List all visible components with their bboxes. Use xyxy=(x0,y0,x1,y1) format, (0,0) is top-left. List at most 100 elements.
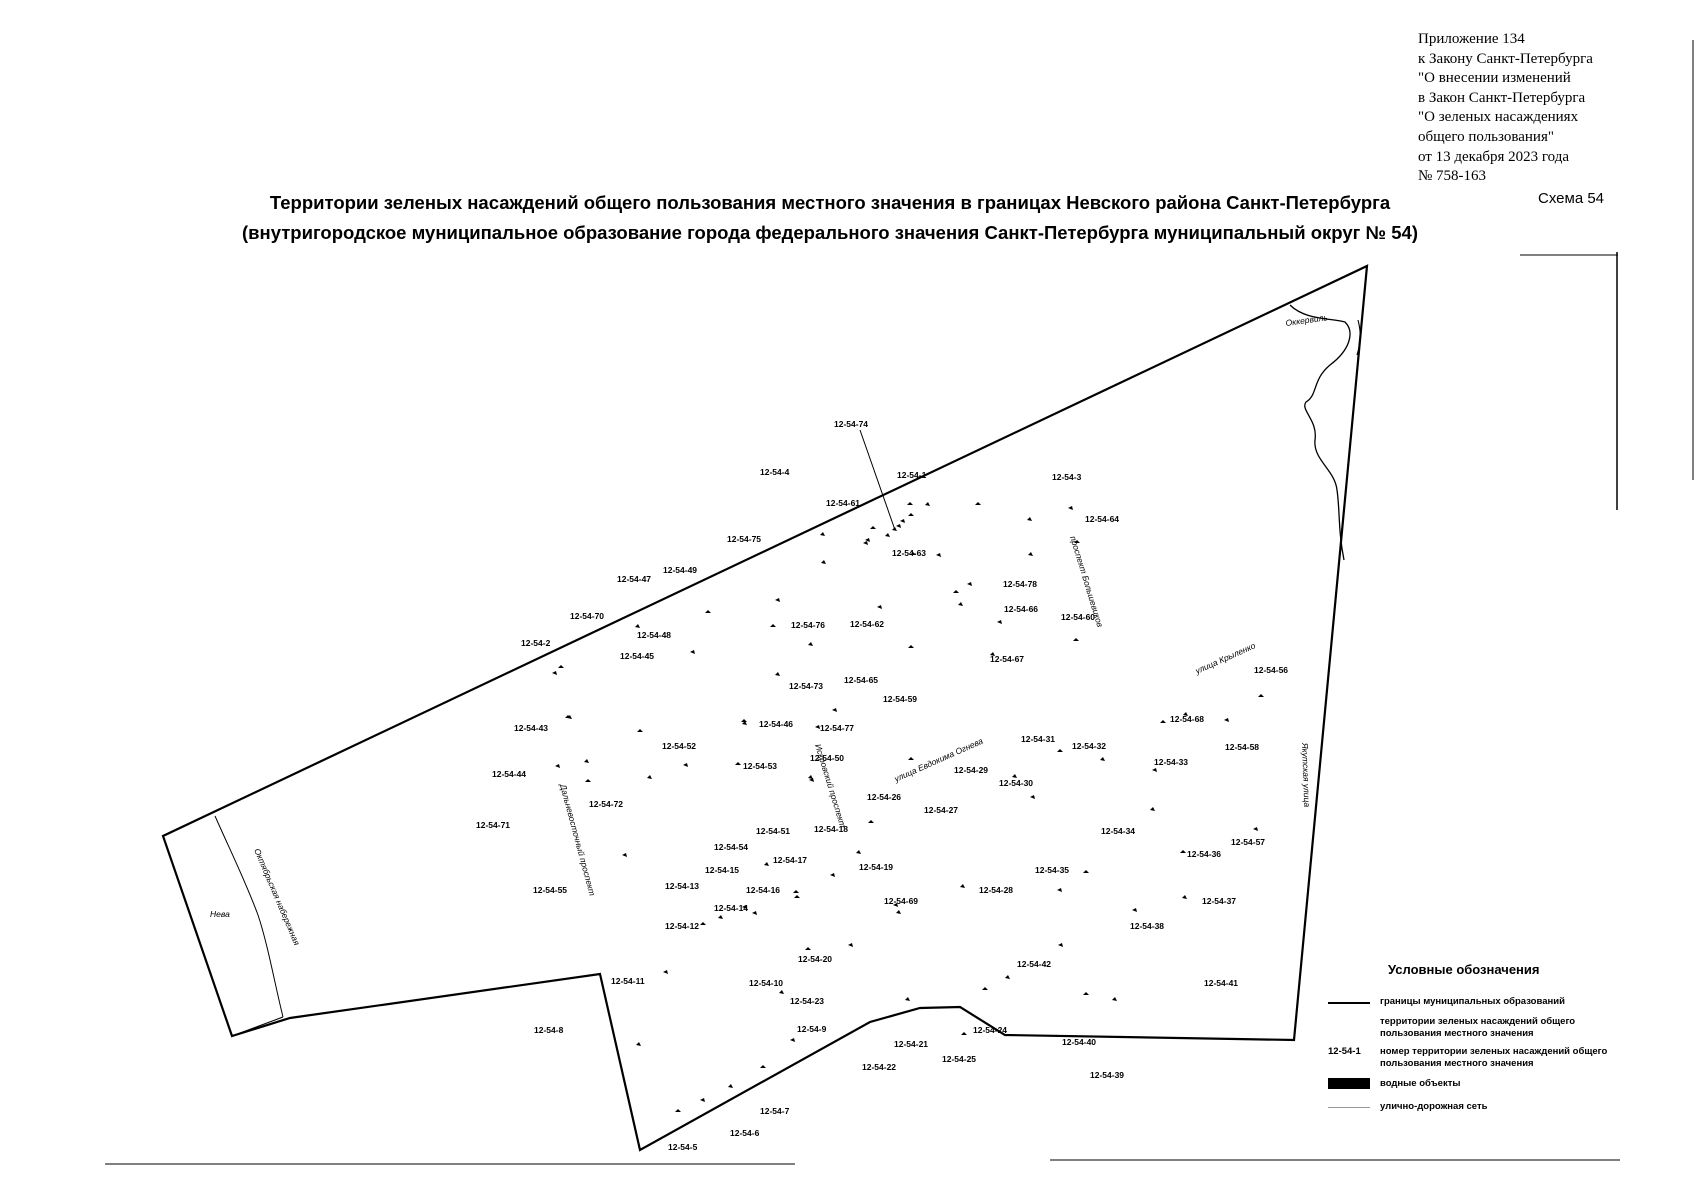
territory-mark xyxy=(820,532,825,536)
territory-label: 12-54-70 xyxy=(570,611,604,621)
territory-mark xyxy=(893,903,898,907)
territory-mark xyxy=(742,721,747,725)
territory-mark xyxy=(555,764,560,768)
territory-mark xyxy=(910,552,916,555)
territory-mark xyxy=(635,624,640,628)
territory-mark xyxy=(1083,870,1089,873)
territory-label: 12-54-22 xyxy=(862,1062,896,1072)
legend-street-symbol xyxy=(1328,1107,1370,1108)
street-line xyxy=(859,429,896,531)
territory-mark xyxy=(961,1032,967,1035)
territory-mark xyxy=(770,624,776,627)
territory-mark xyxy=(805,947,811,950)
territory-label: 12-54-58 xyxy=(1225,742,1259,752)
street-label-okkervil: Оккервиль xyxy=(1285,312,1329,328)
legend-item-label: водные объекты xyxy=(1380,1078,1461,1089)
appendix-note-line: от 13 декабря 2023 года xyxy=(1418,148,1570,165)
map-subtitle: (внутригородское муниципальное образован… xyxy=(242,222,1418,243)
territory-label: 12-54-18 xyxy=(814,824,848,834)
territory-label: 12-54-31 xyxy=(1021,734,1055,744)
territory-label: 12-54-41 xyxy=(1204,978,1238,988)
territory-label: 12-54-59 xyxy=(883,694,917,704)
territory-label: 12-54-78 xyxy=(1003,579,1037,589)
territory-mark xyxy=(1152,768,1157,772)
territory-mark xyxy=(821,560,826,564)
territory-label: 12-54-62 xyxy=(850,619,884,629)
territory-label: 12-54-68 xyxy=(1170,714,1204,724)
street-label-yakutskaya: Якутская улица xyxy=(1300,742,1312,808)
territory-label: 12-54-63 xyxy=(892,548,926,558)
legend-boundary-symbol xyxy=(1328,1002,1370,1004)
territory-mark xyxy=(892,527,897,531)
territory-label: 12-54-17 xyxy=(773,855,807,865)
territory-mark xyxy=(1258,694,1264,697)
territory-mark xyxy=(865,538,870,542)
territory-label: 12-54-26 xyxy=(867,792,901,802)
territory-mark xyxy=(990,652,995,656)
territory-mark xyxy=(675,1109,681,1112)
territory-label: 12-54-38 xyxy=(1130,921,1164,931)
territory-mark xyxy=(585,779,591,782)
territory-mark xyxy=(558,665,564,668)
territory-label: 12-54-7 xyxy=(760,1106,790,1116)
territory-mark xyxy=(683,763,688,767)
territory-mark xyxy=(1083,992,1089,995)
territory-mark xyxy=(752,911,757,915)
territory-label: 12-54-39 xyxy=(1090,1070,1124,1080)
territory-label: 12-54-32 xyxy=(1072,741,1106,751)
territory-label: 12-54-8 xyxy=(534,1025,564,1035)
territory-mark xyxy=(856,850,861,854)
page-frame-lines xyxy=(105,40,1694,1165)
territory-mark xyxy=(637,729,643,732)
territory-mark xyxy=(808,775,813,779)
map-title: Территории зеленых насаждений общего пол… xyxy=(269,192,1391,213)
territory-label: 12-54-46 xyxy=(759,719,793,729)
territory-label: 12-54-4 xyxy=(760,467,790,477)
territory-label: 12-54-1 xyxy=(897,470,927,480)
territory-label: 12-54-66 xyxy=(1004,604,1038,614)
territory-mark xyxy=(1068,506,1073,510)
street-label-oktyabrskaya: Октябрьская набережная xyxy=(252,847,302,947)
appendix-note-line: № 758-163 xyxy=(1418,168,1487,185)
territory-mark xyxy=(1012,774,1017,778)
territory-label: 12-54-45 xyxy=(620,651,654,661)
appendix-note-line: к Закону Санкт-Петербурга xyxy=(1418,50,1593,67)
legend-item-label: улично-дорожная сеть xyxy=(1380,1101,1488,1112)
territory-mark xyxy=(975,502,981,505)
territory-mark xyxy=(808,642,813,646)
territory-mark xyxy=(870,526,876,529)
territory-label: 12-54-30 xyxy=(999,778,1033,788)
territory-label: 12-54-67 xyxy=(990,654,1024,664)
territory-mark xyxy=(1100,757,1105,761)
territory-label: 12-54-37 xyxy=(1202,896,1236,906)
territory-label: 12-54-52 xyxy=(662,741,696,751)
territory-mark xyxy=(809,778,814,782)
territory-label: 12-54-65 xyxy=(844,675,878,685)
territory-mark xyxy=(793,890,799,893)
territory-label: 12-54-27 xyxy=(924,805,958,815)
territory-mark xyxy=(1030,795,1035,799)
territory-mark xyxy=(997,620,1002,624)
territory-label: 12-54-44 xyxy=(492,769,526,779)
territory-label: 12-54-53 xyxy=(743,761,777,771)
territory-mark xyxy=(1132,908,1137,912)
territory-mark xyxy=(815,725,820,729)
territory-label: 12-54-6 xyxy=(730,1128,760,1138)
territory-label: 12-54-20 xyxy=(798,954,832,964)
territory-mark xyxy=(764,862,769,866)
territory-mark xyxy=(700,1098,705,1102)
territory-label: 12-54-69 xyxy=(884,896,918,906)
territory-mark xyxy=(636,1042,641,1046)
territory-label: 12-54-47 xyxy=(617,574,651,584)
territory-mark xyxy=(830,873,835,877)
territory-label: 12-54-56 xyxy=(1254,665,1288,675)
territory-mark xyxy=(832,708,837,712)
appendix-note-line: Приложение 134 xyxy=(1418,31,1525,47)
territory-mark xyxy=(760,1065,766,1068)
territory-mark xyxy=(728,1084,733,1088)
territory-label: 12-54-55 xyxy=(533,885,567,895)
territory-label: 12-54-49 xyxy=(663,565,697,575)
territory-mark xyxy=(936,553,941,557)
territory-mark xyxy=(1073,638,1079,641)
territory-label: 12-54-51 xyxy=(756,826,790,836)
